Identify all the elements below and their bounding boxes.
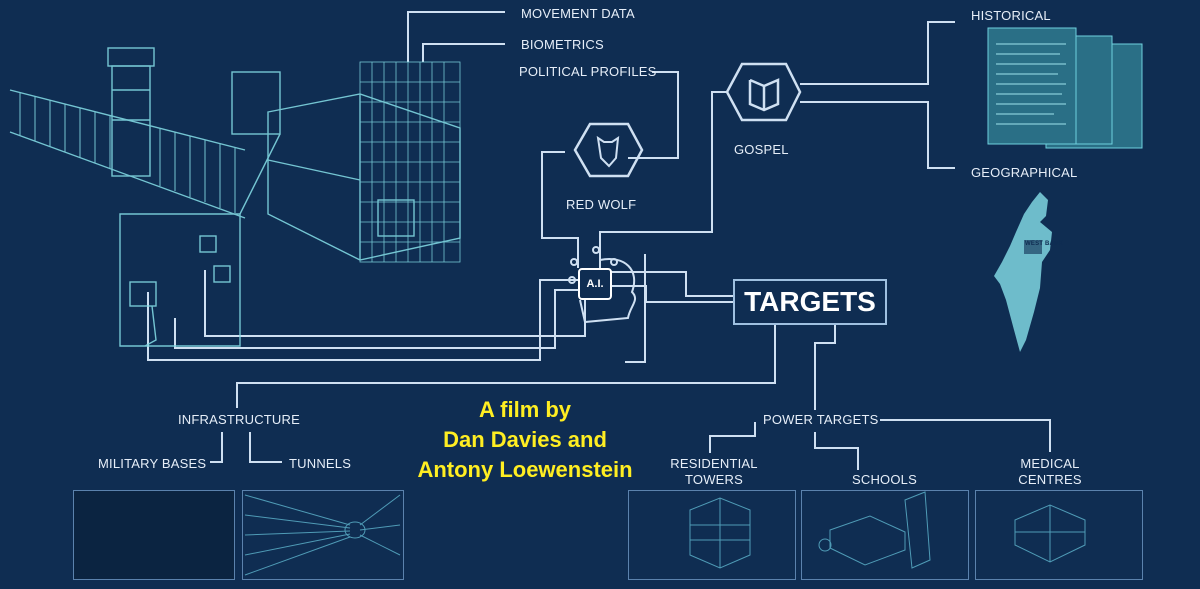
credit-line-3: Antony Loewenstein [417,457,633,482]
power-targets-label: POWER TARGETS [763,412,879,427]
west-bank-map-label: WEST BANK [1025,241,1064,247]
biometrics-label: BIOMETRICS [521,37,604,52]
film-credit: A film by Dan Davies and Antony Loewenst… [400,395,650,485]
targets-label: TARGETS [744,286,876,317]
tunnels-thumbnail [242,490,404,580]
residential-towers-label: RESIDENTIAL TOWERS [670,456,758,487]
schools-thumbnail [801,490,969,580]
military-bases-thumbnail [73,490,235,580]
ai-label: A.I. [586,278,604,290]
historical-label: HISTORICAL [971,8,1051,23]
tunnels-label: TUNNELS [289,456,352,471]
political-profiles-label: POLITICAL PROFILES [519,64,657,79]
credit-line-2: Dan Davies and [443,427,607,452]
medical-centres-label: MEDICAL CENTRES [1018,456,1082,487]
credit-line-1: A film by [478,397,572,422]
targets-node: TARGETS [733,279,887,325]
residential-towers-thumbnail [628,490,796,580]
gospel-label: GOSPEL [734,142,789,157]
ai-chip: A.I. [578,268,612,300]
red-wolf-label: RED WOLF [566,197,637,212]
infrastructure-label: INFRASTRUCTURE [178,412,300,427]
geographical-label: GEOGRAPHICAL [971,165,1078,180]
medical-centres-thumbnail [975,490,1143,580]
schools-label: SCHOOLS [852,472,917,487]
military-bases-label: MILITARY BASES [98,456,207,471]
movement-data-label: MOVEMENT DATA [521,6,635,21]
